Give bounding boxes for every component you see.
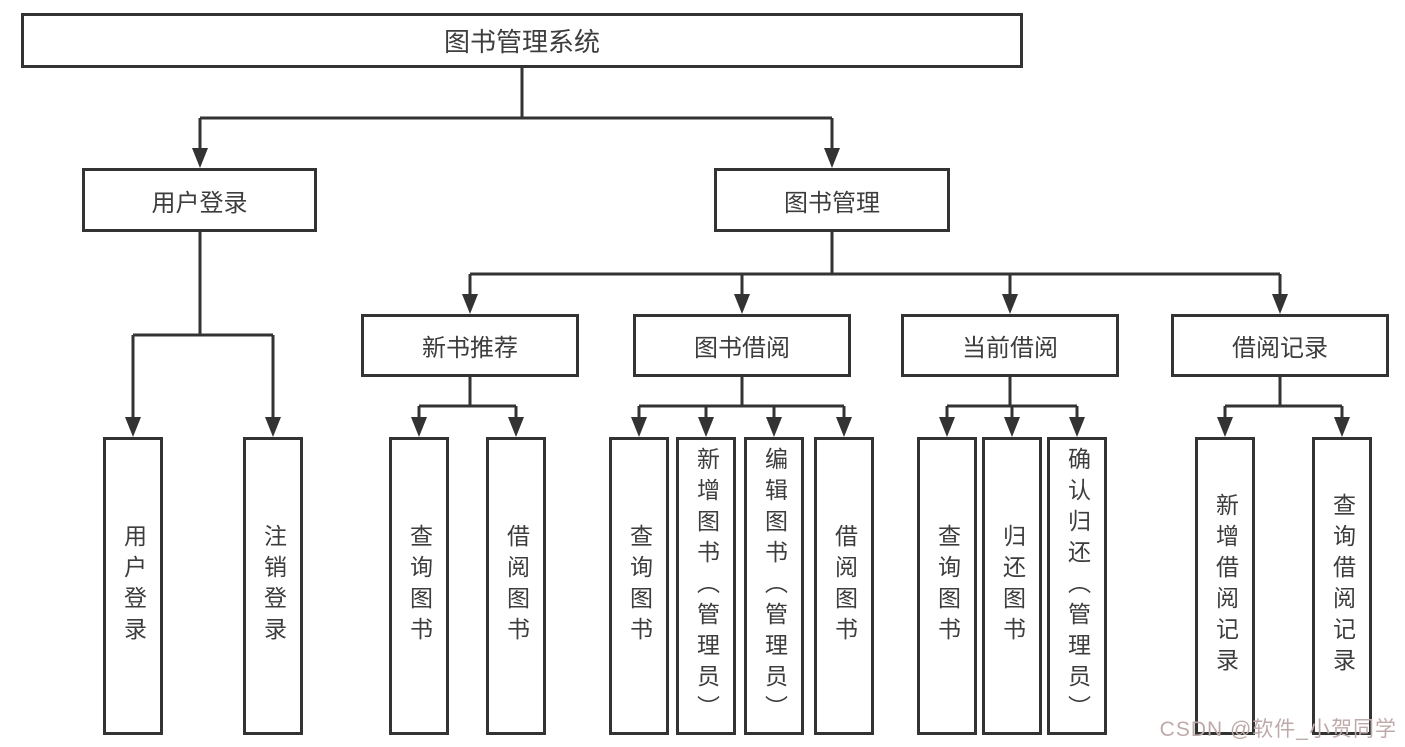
node-book-borrowing: 图书借阅 — [633, 314, 851, 377]
node-borrowing-records: 借阅记录 — [1171, 314, 1389, 377]
leaf-label: 借阅图书 — [831, 524, 858, 648]
leaf-label: 新增借阅记录 — [1212, 493, 1239, 679]
leaf-query-borrow-record: 查询借阅记录 — [1312, 437, 1372, 735]
tree-edges — [131, 68, 1344, 419]
leaf-add-borrow-record: 新增借阅记录 — [1195, 437, 1255, 735]
leaf-label: 新增图书（管理员） — [693, 446, 720, 726]
csdn-watermark: CSDN @软件_小贺同学 — [1159, 718, 1397, 741]
leaf-label: 查询图书 — [934, 524, 961, 648]
node-user-login: 用户登录 — [82, 168, 317, 232]
leaf-label: 查询图书 — [626, 524, 653, 648]
leaf-label: 编辑图书（管理员） — [761, 446, 788, 726]
leaf-confirm-return-admin: 确认归还（管理员） — [1047, 437, 1107, 735]
leaf-query-books-borrowing: 查询图书 — [609, 437, 669, 735]
leaf-label: 查询借阅记录 — [1329, 493, 1356, 679]
arrowheads — [125, 148, 1350, 437]
leaf-add-books-admin: 新增图书（管理员） — [676, 437, 736, 735]
leaf-query-books-current: 查询图书 — [917, 437, 977, 735]
leaf-label: 归还图书 — [999, 524, 1026, 648]
node-new-book-recommend: 新书推荐 — [361, 314, 579, 377]
leaf-label: 用户登录 — [120, 524, 147, 648]
node-book-management: 图书管理 — [714, 168, 950, 232]
leaf-logout-login: 注销登录 — [243, 437, 303, 735]
leaf-borrow-books-recommend: 借阅图书 — [486, 437, 546, 735]
leaf-edit-books-admin: 编辑图书（管理员） — [744, 437, 804, 735]
leaf-user-login: 用户登录 — [103, 437, 163, 735]
leaf-borrow-books-borrowing: 借阅图书 — [814, 437, 874, 735]
node-root: 图书管理系统 — [21, 13, 1023, 68]
leaf-return-books: 归还图书 — [982, 437, 1042, 735]
node-current-borrowing: 当前借阅 — [901, 314, 1119, 377]
leaf-label: 查询图书 — [406, 524, 433, 648]
leaf-label: 确认归还（管理员） — [1064, 446, 1091, 726]
leaf-label: 借阅图书 — [503, 524, 530, 648]
leaf-label: 注销登录 — [260, 524, 287, 648]
leaf-query-books-recommend: 查询图书 — [389, 437, 449, 735]
